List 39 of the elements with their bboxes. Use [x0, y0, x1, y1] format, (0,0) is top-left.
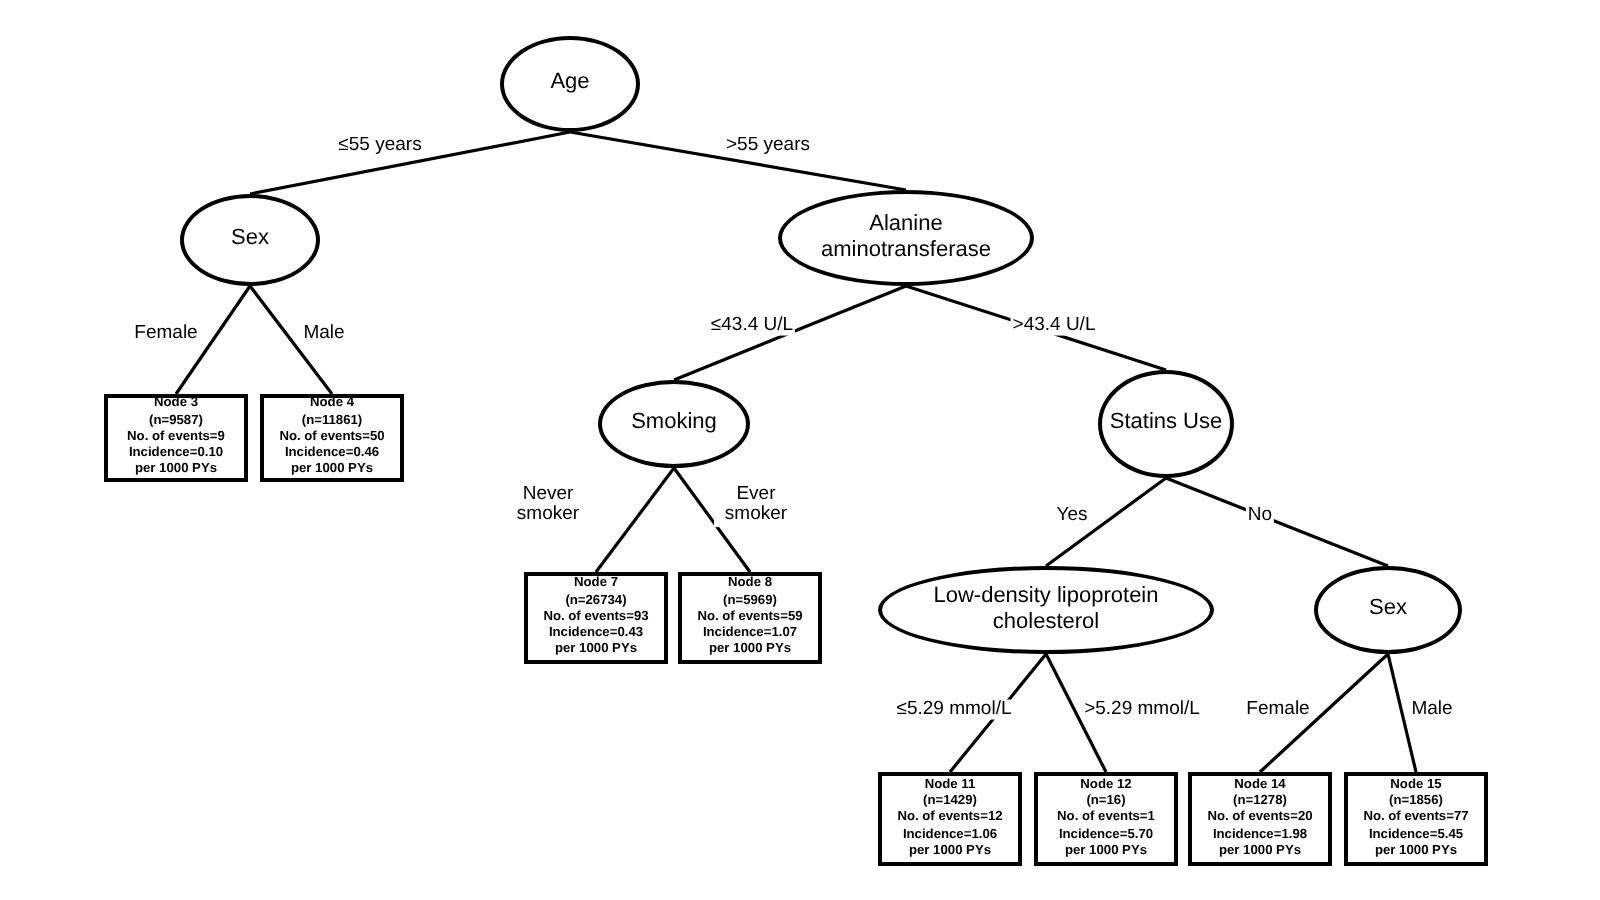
leaf-box — [878, 772, 1022, 866]
node-label: Age — [550, 70, 590, 98]
connector-line — [174, 285, 252, 395]
leaf-box — [678, 572, 822, 664]
connector-line — [672, 467, 752, 573]
edge-label: ≤5.29 mmol/L — [894, 699, 1014, 721]
edge-label: ≤43.4 U/L — [708, 315, 796, 337]
connector-line — [673, 284, 907, 382]
edge-label: Male — [1409, 699, 1455, 721]
leaf-box — [1188, 772, 1332, 866]
edge-label: >43.4 U/L — [1010, 315, 1098, 337]
leaf-box — [1034, 772, 1178, 866]
connector-line — [569, 130, 907, 192]
leaf-box — [104, 394, 248, 482]
node-label: Sex — [231, 226, 269, 254]
edge-label: >5.29 mmol/L — [1082, 699, 1202, 721]
connector-line — [1386, 653, 1418, 773]
edge-label: Male — [301, 323, 347, 345]
connector-line — [249, 130, 571, 196]
leaf-box — [524, 572, 668, 664]
edge-label: Female — [1244, 699, 1312, 721]
edge-label: Female — [132, 323, 200, 345]
edge-label: Yes — [1054, 505, 1090, 527]
connector-line — [594, 467, 676, 573]
leaf-box — [260, 394, 404, 482]
node-label: Low-density lipoprotein cholesterol — [931, 583, 1161, 637]
connector-line — [1165, 476, 1389, 568]
node-label: Sex — [1369, 596, 1407, 624]
edge-label: >55 years — [724, 135, 812, 157]
edge-label: No — [1245, 505, 1275, 527]
node-label: Smoking — [631, 410, 717, 438]
node-label: Alanine aminotransferase — [819, 211, 993, 265]
connector-line — [1258, 652, 1390, 774]
connector-line — [1044, 653, 1108, 773]
edge-label: ≤55 years — [336, 135, 424, 157]
leaf-box — [1344, 772, 1488, 866]
node-label: Statins Use — [1109, 410, 1223, 438]
connector-line — [1045, 476, 1167, 568]
connector-line — [248, 285, 334, 395]
